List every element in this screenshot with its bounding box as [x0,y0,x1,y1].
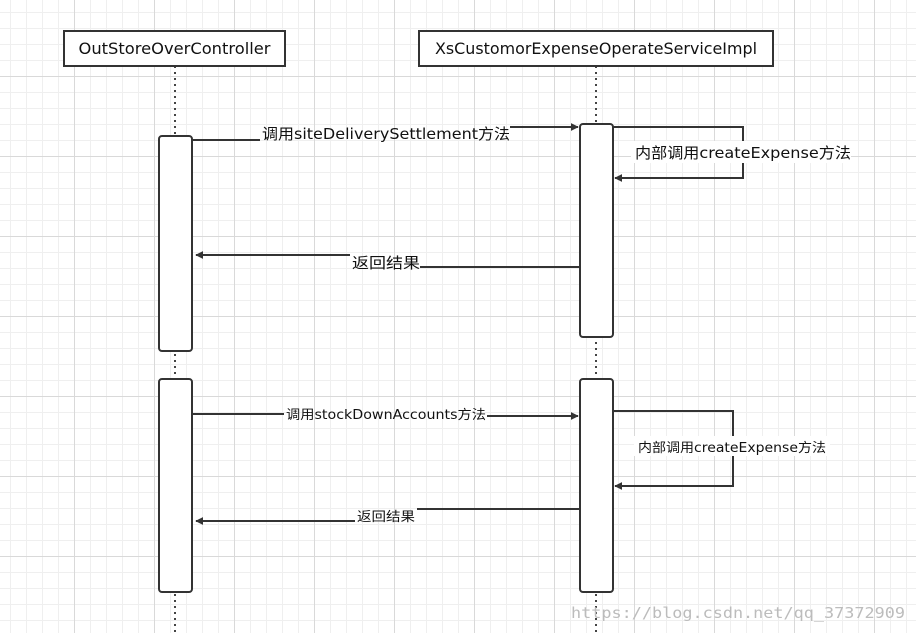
participant-service: XsCustomorExpenseOperateServiceImpl [418,30,774,67]
participant-outstore-label: OutStoreOverController [79,39,271,58]
message-self-2-label-bg [634,436,830,456]
message-call-1-label: 调用siteDeliverySettlement方法 [262,125,510,143]
message-call-2-arrow [192,414,578,416]
message-return-1-label: 返回结果 [352,254,420,272]
message-call-1-arrow [192,127,578,141]
message-call-2-label: 调用stockDownAccounts方法 [286,407,486,423]
activation-outstore-2 [158,378,193,593]
activation-service-1 [579,123,614,338]
watermark-text: https://blog.csdn.net/qq_37372909 [571,604,905,622]
message-self-2-label: 内部调用createExpense方法 [638,440,826,456]
activation-outstore-1 [158,135,193,352]
participant-outstore: OutStoreOverController [63,30,286,67]
activation-service-2 [579,378,614,593]
message-return-2-label: 返回结果 [357,510,415,525]
message-self-1-label-bg [631,141,851,163]
participant-service-label: XsCustomorExpenseOperateServiceImpl [435,39,757,58]
message-return-2-arrow [196,508,580,521]
message-self-1-label: 内部调用createExpense方法 [635,144,851,162]
message-return-1-arrow [196,255,580,268]
